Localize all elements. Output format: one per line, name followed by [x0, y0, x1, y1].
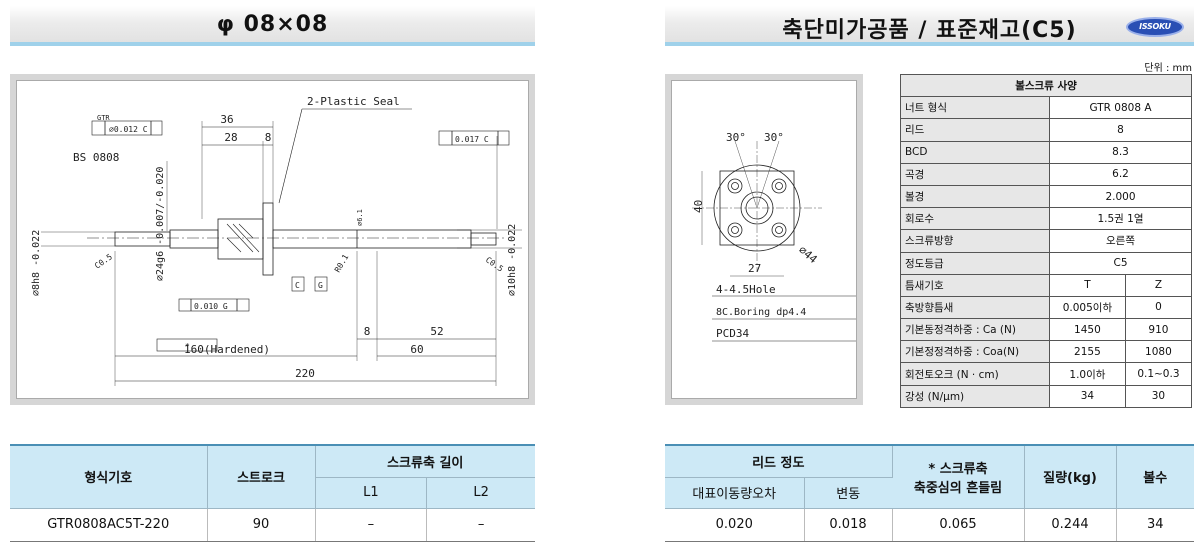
tol-box-1: ⌀0.012 C	[109, 125, 148, 134]
nut-drawing: 30° 30° 40 27 ⌀44 4-4.5Hole 8C.Boring dp…	[671, 80, 857, 399]
right-title: 축단미가공품 / 표준재고(C5)	[782, 18, 1077, 43]
header-l1: L1	[315, 476, 428, 509]
header-stroke: 스트로크	[207, 444, 316, 509]
angle-1: 30°	[726, 131, 746, 144]
dim-220: 220	[295, 367, 315, 380]
chamfer-left: C0.5	[93, 252, 114, 271]
main-drawing: 2-Plastic Seal 36 28 8 8 52 60 160(Harde…	[16, 80, 529, 399]
gtr-label: GTR	[97, 114, 110, 122]
dim-36: 36	[220, 113, 233, 126]
header-lead-accuracy: 리드 정도	[665, 444, 893, 478]
tol-box-2: 0.017 C	[455, 135, 489, 144]
phi10-label: ⌀10h8 -0.022	[507, 224, 518, 296]
chamfer-right: C0.5	[484, 255, 505, 274]
logo-text: ISSOKU	[1139, 22, 1171, 31]
header-variation: 변동	[804, 476, 892, 509]
table-row: GTR0808AC5T-220 90 – –	[10, 508, 535, 542]
dim-160: 160(Hardened)	[184, 343, 270, 356]
ball-screw-drawing: 2-Plastic Seal 36 28 8 8 52 60 160(Harde…	[31, 95, 522, 386]
spec-title: 볼스크류 사양	[900, 73, 1192, 98]
cell-var: 0.018	[804, 508, 893, 542]
main-drawing-frame: 2-Plastic Seal 36 28 8 8 52 60 160(Harde…	[10, 74, 535, 405]
header-runout: * 스크류축 축중심의 흔들림	[892, 444, 1025, 509]
accuracy-table: 리드 정도 * 스크류축 축중심의 흔들림 질량(kg) 볼수 대표이동량오차 …	[665, 444, 1194, 542]
header-qty: 볼수	[1116, 444, 1194, 509]
cell-model: GTR0808AC5T-220	[10, 508, 208, 542]
dim-40: 40	[692, 200, 705, 213]
cell-runout: 0.065	[892, 508, 1025, 542]
dim-27: 27	[748, 262, 761, 275]
dim-8b: 8	[364, 325, 371, 338]
model-table: 형식기호 스트로크 스크류축 길이 L1 L2 GTR0808AC5T-220 …	[10, 444, 535, 542]
right-title-bar: 축단미가공품 / 표준재고(C5) ISSOKU	[665, 6, 1194, 46]
cell-l1: –	[315, 508, 428, 542]
table-row: 0.020 0.018 0.065 0.244 34	[665, 508, 1194, 542]
cell-mass: 0.244	[1024, 508, 1117, 542]
phi44-label: ⌀44	[796, 243, 820, 266]
holes-label: 4-4.5Hole	[716, 283, 776, 296]
datum-c: C	[295, 281, 300, 290]
plastic-seal-label: 2-Plastic Seal	[307, 95, 400, 108]
boring-label: 8C.Boring dp4.4	[716, 307, 806, 318]
phi24-label: ⌀24g6 -0.007/-0.020	[155, 167, 166, 281]
dim-28: 28	[224, 131, 237, 144]
left-title-bar: φ 08×08	[10, 6, 535, 46]
unit-label: 단위 : mm	[1144, 63, 1192, 74]
dim-8a: 8	[265, 131, 272, 144]
pcd-label: PCD34	[716, 327, 749, 340]
datum-g: G	[318, 281, 323, 290]
cell-qty: 34	[1116, 508, 1194, 542]
header-model: 형식기호	[10, 444, 208, 509]
left-title: φ 08×08	[216, 12, 329, 37]
cell-stroke: 90	[207, 508, 316, 542]
nut-drawing-frame: 30° 30° 40 27 ⌀44 4-4.5Hole 8C.Boring dp…	[665, 74, 863, 405]
angle-2: 30°	[764, 131, 784, 144]
dim-60: 60	[410, 343, 423, 356]
header-l2: L2	[426, 476, 535, 509]
issoku-logo: ISSOKU	[1126, 17, 1184, 37]
tol-box-3: 0.010 G	[194, 302, 228, 311]
cell-l2: –	[426, 508, 535, 542]
dim-52: 52	[430, 325, 443, 338]
header-rep-error: 대표이동량오차	[665, 476, 805, 509]
header-length: 스크류축 길이	[315, 444, 535, 478]
header-mass: 질량(kg)	[1024, 444, 1117, 509]
radius-label: R0.1	[333, 253, 351, 274]
phi6-label: ⌀6.1	[356, 209, 364, 226]
bs-label: BS 0808	[73, 151, 119, 164]
phi8-label: ⌀8h8 -0.022	[31, 230, 42, 296]
nut-flange-drawing: 30° 30° 40 27 ⌀44 4-4.5Hole 8C.Boring dp…	[692, 131, 857, 342]
star-mark: *	[185, 342, 190, 351]
cell-rep: 0.020	[665, 508, 805, 542]
